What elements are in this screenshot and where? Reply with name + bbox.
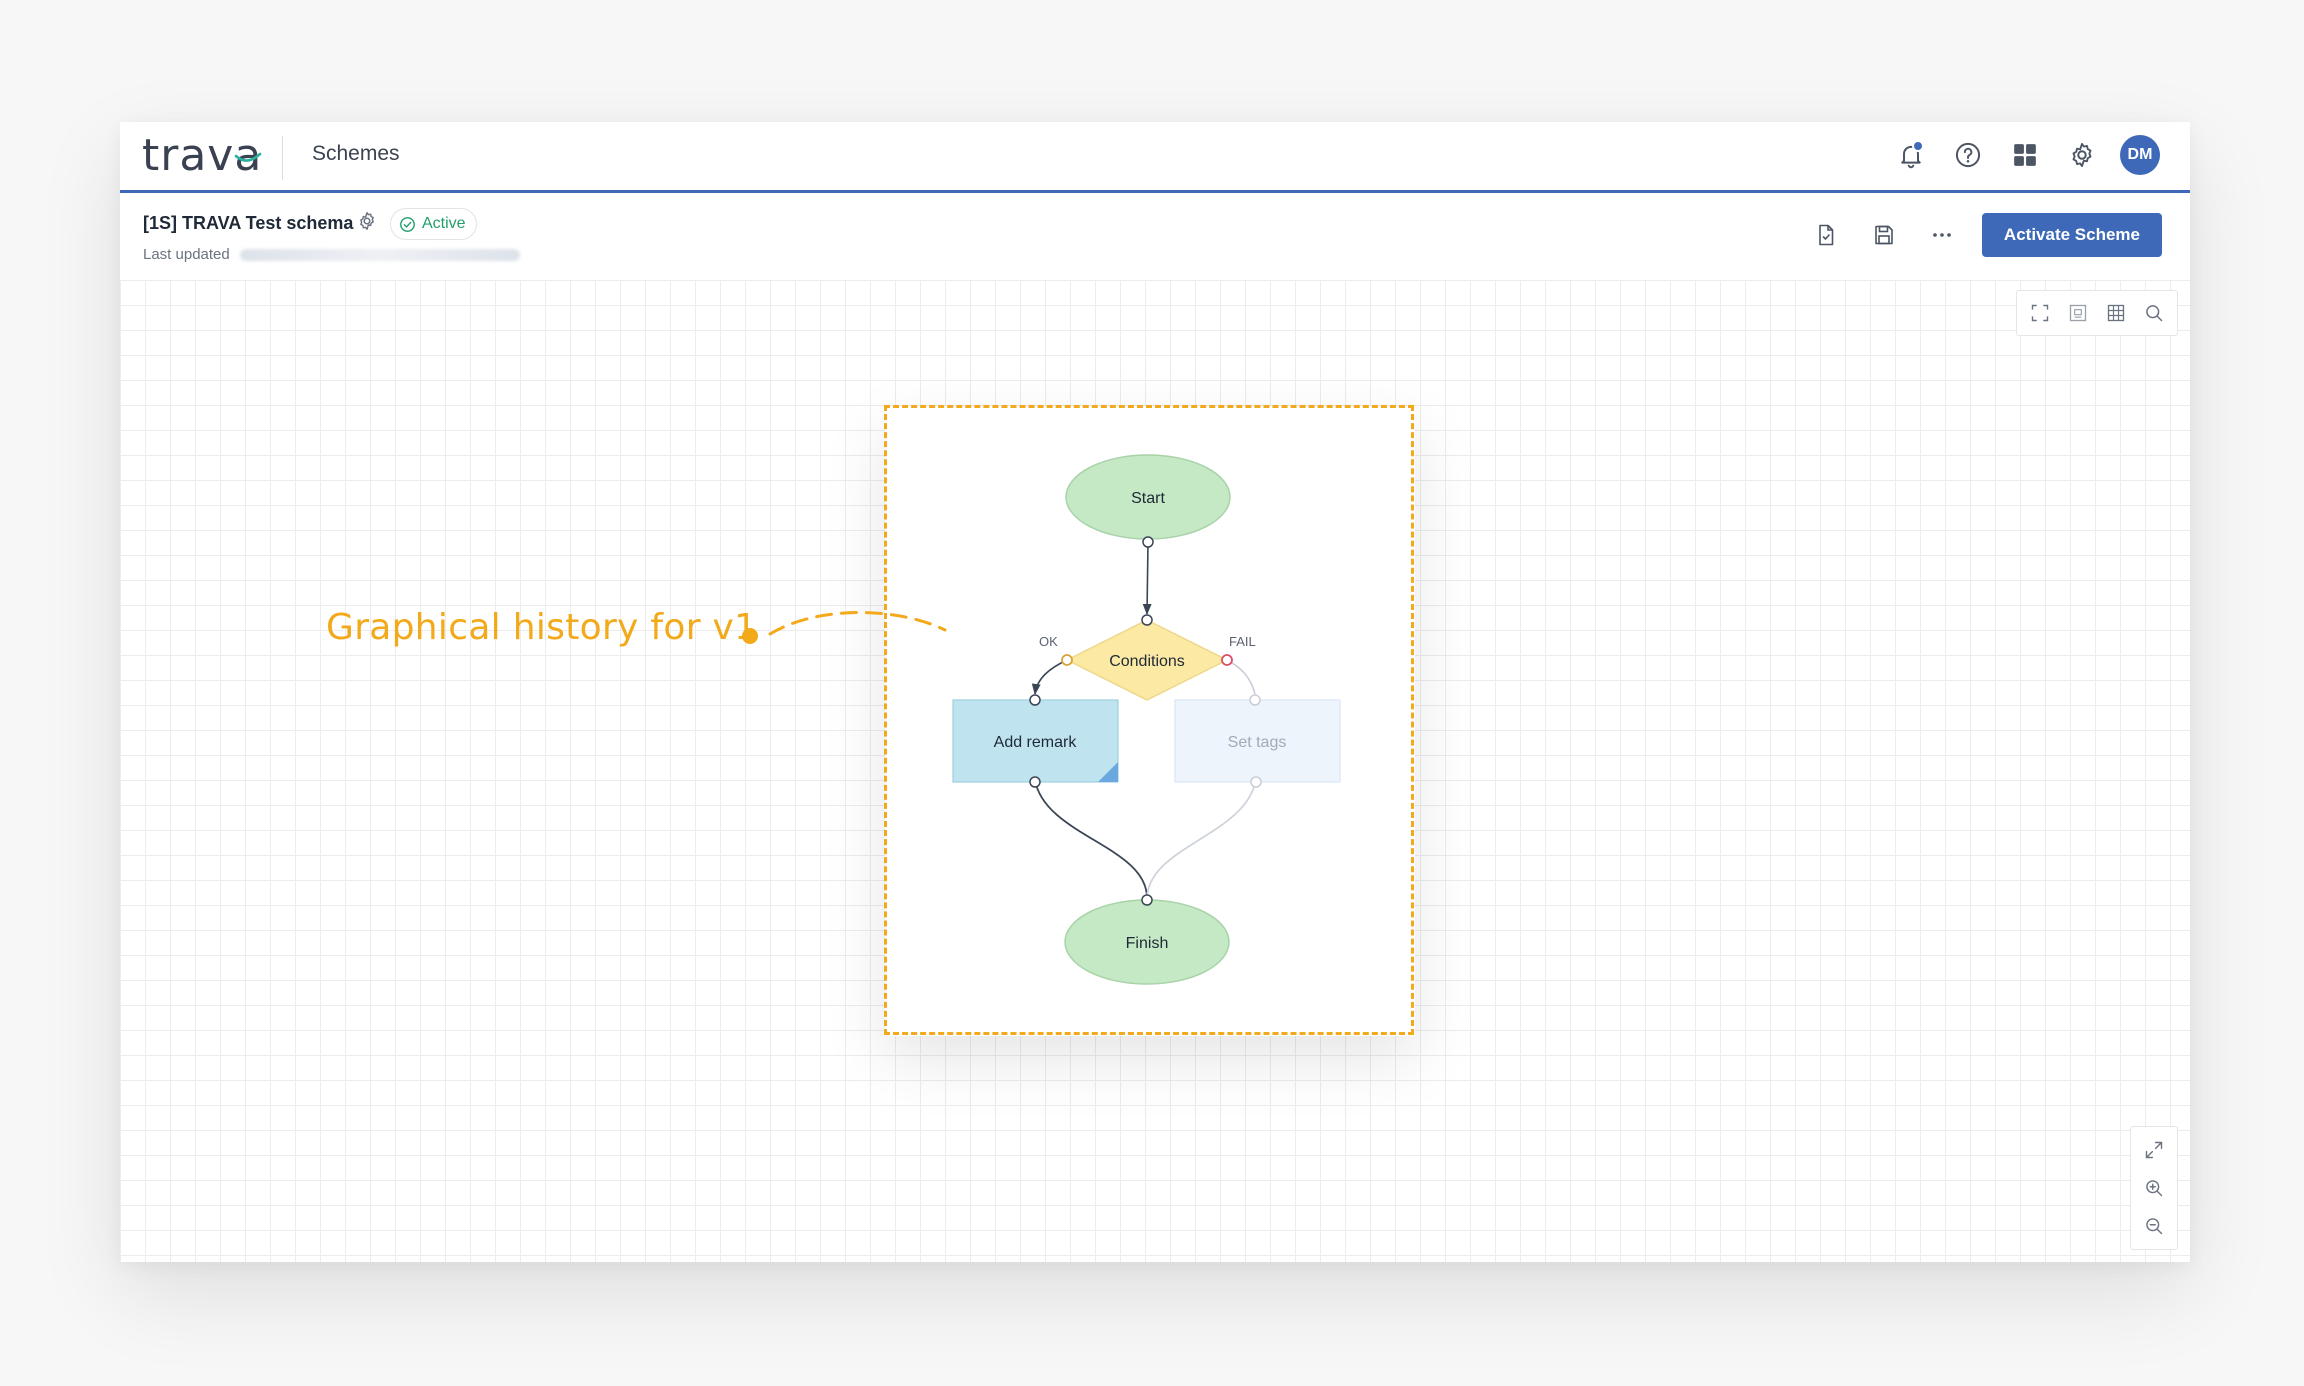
remark-out-port[interactable] xyxy=(1029,776,1041,788)
finish-label: Finish xyxy=(1126,935,1169,952)
set-tags-node[interactable] xyxy=(1174,699,1341,783)
save-icon xyxy=(1875,225,1893,245)
zoom-out-button[interactable] xyxy=(2137,1209,2171,1243)
header-icon-group: DM xyxy=(1892,135,2160,175)
help-icon xyxy=(1955,142,1981,168)
remark-in-port[interactable] xyxy=(1029,694,1041,706)
history-annotation: Graphical history for v1 xyxy=(326,607,758,648)
canvas-search-button[interactable] xyxy=(2137,296,2171,330)
fit-view-button[interactable] xyxy=(2137,1133,2171,1167)
fit-view-icon xyxy=(2145,1141,2163,1159)
schema-title: [1S] TRAVA Test schema xyxy=(143,213,354,233)
edge-start-conditions xyxy=(1142,541,1152,616)
gear-icon xyxy=(360,212,374,230)
more-options-button[interactable] xyxy=(1924,217,1960,253)
set-tags-label: Set tags xyxy=(1228,734,1287,751)
grid-toggle-button[interactable] xyxy=(2099,296,2133,330)
canvas-toolbar xyxy=(2016,290,2178,336)
logo-accent-letter: a xyxy=(234,130,263,181)
zoom-controls xyxy=(2130,1126,2178,1250)
activate-scheme-button[interactable]: Activate Scheme xyxy=(1981,213,2162,257)
flow-diagram: Start Conditions OK FAIL Add remark Set xyxy=(952,454,1341,985)
grid-icon xyxy=(2107,304,2125,322)
app-window: trava Schemes DM [1S] TRAVA Test schema xyxy=(120,122,2190,1262)
export-file-icon xyxy=(1819,224,1834,246)
notifications-button[interactable] xyxy=(1892,136,1930,174)
edge-remark-finish xyxy=(1034,779,1148,899)
search-icon xyxy=(2146,305,2163,322)
zoom-in-icon xyxy=(2146,1180,2163,1197)
fail-port[interactable] xyxy=(1221,654,1233,666)
edge-ok xyxy=(1031,659,1068,696)
zoom-in-button[interactable] xyxy=(2137,1171,2171,1205)
logo-text: trav xyxy=(142,130,235,181)
help-button[interactable] xyxy=(1949,136,1987,174)
last-updated-info: Last updated xyxy=(143,246,520,263)
fail-edge-label: FAIL xyxy=(1229,634,1256,649)
tags-in-port[interactable] xyxy=(1249,694,1261,706)
page-section-title: Schemes xyxy=(312,142,400,165)
start-label: Start xyxy=(1131,490,1165,507)
schema-actions: Activate Scheme xyxy=(1808,213,2162,257)
top-navigation-bar: trava Schemes DM xyxy=(120,122,2190,193)
status-badge: Active xyxy=(390,208,477,240)
start-out-port[interactable] xyxy=(1142,536,1154,548)
settings-icon xyxy=(2072,142,2092,168)
notification-dot xyxy=(1912,140,1924,152)
add-remark-node[interactable] xyxy=(952,699,1119,783)
add-remark-label: Add remark xyxy=(994,734,1078,751)
ok-edge-label: OK xyxy=(1039,634,1058,649)
header-divider xyxy=(282,136,283,180)
fullscreen-icon xyxy=(2031,304,2049,322)
tags-out-port[interactable] xyxy=(1250,776,1262,788)
zoom-out-icon xyxy=(2146,1218,2163,1235)
status-text: Active xyxy=(422,215,466,232)
user-avatar[interactable]: DM xyxy=(2120,135,2160,175)
export-button[interactable] xyxy=(1808,217,1844,253)
conditions-label: Conditions xyxy=(1109,653,1185,670)
check-circle-icon xyxy=(400,216,415,232)
conditions-node[interactable] xyxy=(1065,619,1229,701)
conditions-in-port[interactable] xyxy=(1141,614,1153,626)
logo-arc-icon xyxy=(235,152,262,162)
edge-fail xyxy=(1226,659,1256,695)
schema-settings-button[interactable] xyxy=(356,210,378,237)
save-button[interactable] xyxy=(1866,217,1902,253)
settings-button[interactable] xyxy=(2063,136,2101,174)
scheme-canvas[interactable]: Start Conditions OK FAIL Add remark Set xyxy=(120,280,2190,1262)
ok-port[interactable] xyxy=(1061,654,1073,666)
last-updated-label: Last updated xyxy=(143,246,230,263)
apps-button[interactable] xyxy=(2006,136,2044,174)
apps-grid-icon xyxy=(2014,144,2036,166)
fullscreen-button[interactable] xyxy=(2023,296,2057,330)
schema-header: [1S] TRAVA Test schema Active Last updat… xyxy=(120,193,2190,281)
minimap-icon xyxy=(2069,304,2087,322)
minimap-button[interactable] xyxy=(2061,296,2095,330)
finish-in-port[interactable] xyxy=(1141,894,1153,906)
trava-logo[interactable]: trava xyxy=(142,128,262,184)
history-card: Start Conditions OK FAIL Add remark Set xyxy=(885,406,1415,1036)
more-icon xyxy=(1933,233,1951,237)
edge-tags-finish xyxy=(1146,779,1257,899)
redacted-update-details xyxy=(239,249,520,262)
add-remark-corner xyxy=(1098,762,1118,782)
